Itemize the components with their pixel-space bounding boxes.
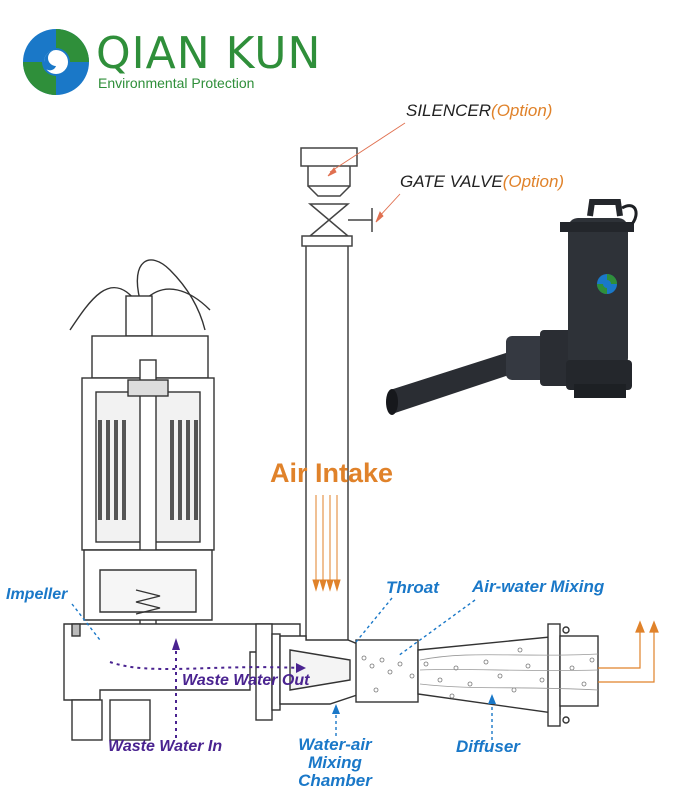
brand-subtitle: Environmental Protection (98, 75, 255, 91)
air-intake-pipe (300, 147, 373, 640)
water-flow-arrowheads (172, 638, 306, 673)
impeller-label: Impeller (6, 586, 68, 603)
air-flow-arrows (312, 495, 341, 592)
callout-leaders (327, 122, 406, 223)
label-arrowheads (332, 694, 496, 714)
waste-water-in-label: Waste Water In (108, 738, 223, 755)
silencer-option: (Option) (491, 101, 553, 120)
diffuser-label: Diffuser (456, 737, 520, 756)
gate-valve-callout: GATE VALVE(Option) (400, 172, 564, 192)
air-intake-label: Air Intake (270, 458, 394, 488)
gate-valve-option: (Option) (502, 172, 565, 191)
brand-name: QIAN KUN (96, 28, 322, 79)
gate-valve-label: GATE VALVE (400, 172, 503, 191)
silencer-callout: SILENCER(Option) (406, 101, 552, 121)
ejector-body (279, 623, 599, 727)
outlet-flow-arrows (598, 620, 659, 683)
waste-water-out-label: Waste Water Out (182, 672, 310, 689)
water-flow-path (109, 646, 301, 738)
label-leaders (71, 597, 493, 740)
pump-product-photo (386, 199, 638, 415)
throat-label: Throat (386, 578, 439, 597)
silencer-label: SILENCER (406, 101, 492, 120)
logo-swirl-icon (23, 29, 89, 95)
mixed-flow-lines (419, 653, 599, 691)
pump-cross-section (63, 259, 301, 741)
air-water-mixing-label: Air-water Mixing (472, 577, 605, 596)
